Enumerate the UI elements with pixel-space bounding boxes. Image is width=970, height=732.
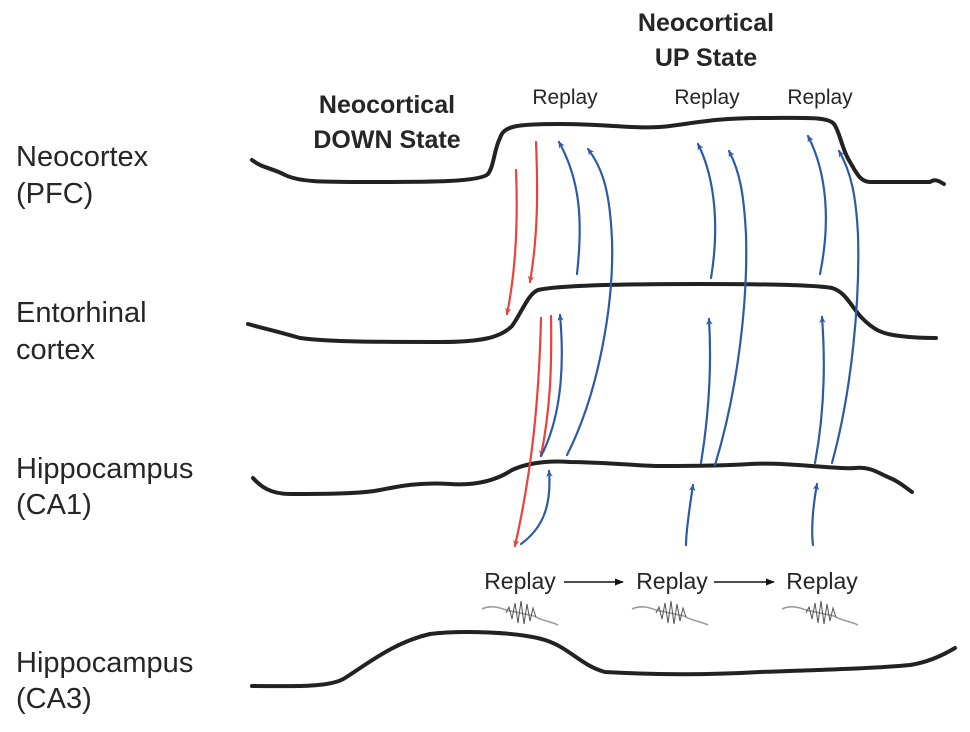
blue-arrow-ca1-to-entorhinal-3a [813,315,826,465]
blue-arrow-ca3-to-ca1-2 [684,483,696,547]
replay-label-top-3: Replay [787,86,853,109]
region-label-neocortex: Neocortex [16,141,149,173]
region-label-hippocampus-ca1: Hippocampus [16,453,193,485]
region-label-entorhinal: Entorhinal [16,297,147,329]
replay-label-bottom-1: Replay [484,568,556,594]
blue-arrow-ca1-to-entorhinal-2a [699,317,713,465]
red-arrow-neocortex-to-entorhinal-2 [527,140,539,284]
blue-arrow-ca1-to-entorhinal-1a [539,313,564,458]
blue-arrow-ca3-to-ca1-3 [811,482,820,547]
ca3-trace [250,630,957,689]
neocortex-trace [250,115,946,186]
replay-label-bottom-3: Replay [786,568,858,594]
region-sublabel-ca3: (CA3) [16,683,92,715]
region-sublabel-ca1: (CA1) [16,489,92,521]
blue-arrow-entorhinal-to-neocortex-3a [806,134,827,276]
region-sublabel-pfc: (PFC) [16,178,93,210]
blue-arrow-entorhinal-to-neocortex-2a [696,142,717,280]
down-state-label-line2: DOWN State [313,126,460,154]
ripple-waveform-1 [481,600,559,626]
down-state-label-line1: Neocortical [319,91,455,119]
red-arrow-entorhinal-to-ca1-1 [513,316,543,548]
red-arrow-neocortex-to-entorhinal-1 [504,168,518,316]
blue-arrow-ca1-to-neocortex-3b [830,149,860,465]
red-arrow-entorhinal-to-ca1-2 [538,314,553,458]
blue-arrow-entorhinal-to-neocortex-1a [557,140,581,276]
ca1-trace [251,459,914,496]
blue-arrow-ca1-to-neocortex-2b [713,149,748,467]
replay-label-bottom-2: Replay [636,568,708,594]
region-sublabel-cortex: cortex [16,334,95,366]
ripple-waveform-2 [631,600,709,626]
up-state-label-line2: UP State [655,44,757,72]
blue-arrow-ca1-to-neocortex-1b [565,147,614,457]
blue-arrow-ca3-to-ca1-1 [519,469,553,546]
ripple-waveform-3 [781,600,859,626]
replay-label-top-2: Replay [674,86,740,109]
region-label-hippocampus-ca3: Hippocampus [16,647,193,679]
up-state-label-line1: Neocortical [638,9,774,37]
replay-label-top-1: Replay [532,86,598,109]
entorhinal-trace [246,282,938,344]
